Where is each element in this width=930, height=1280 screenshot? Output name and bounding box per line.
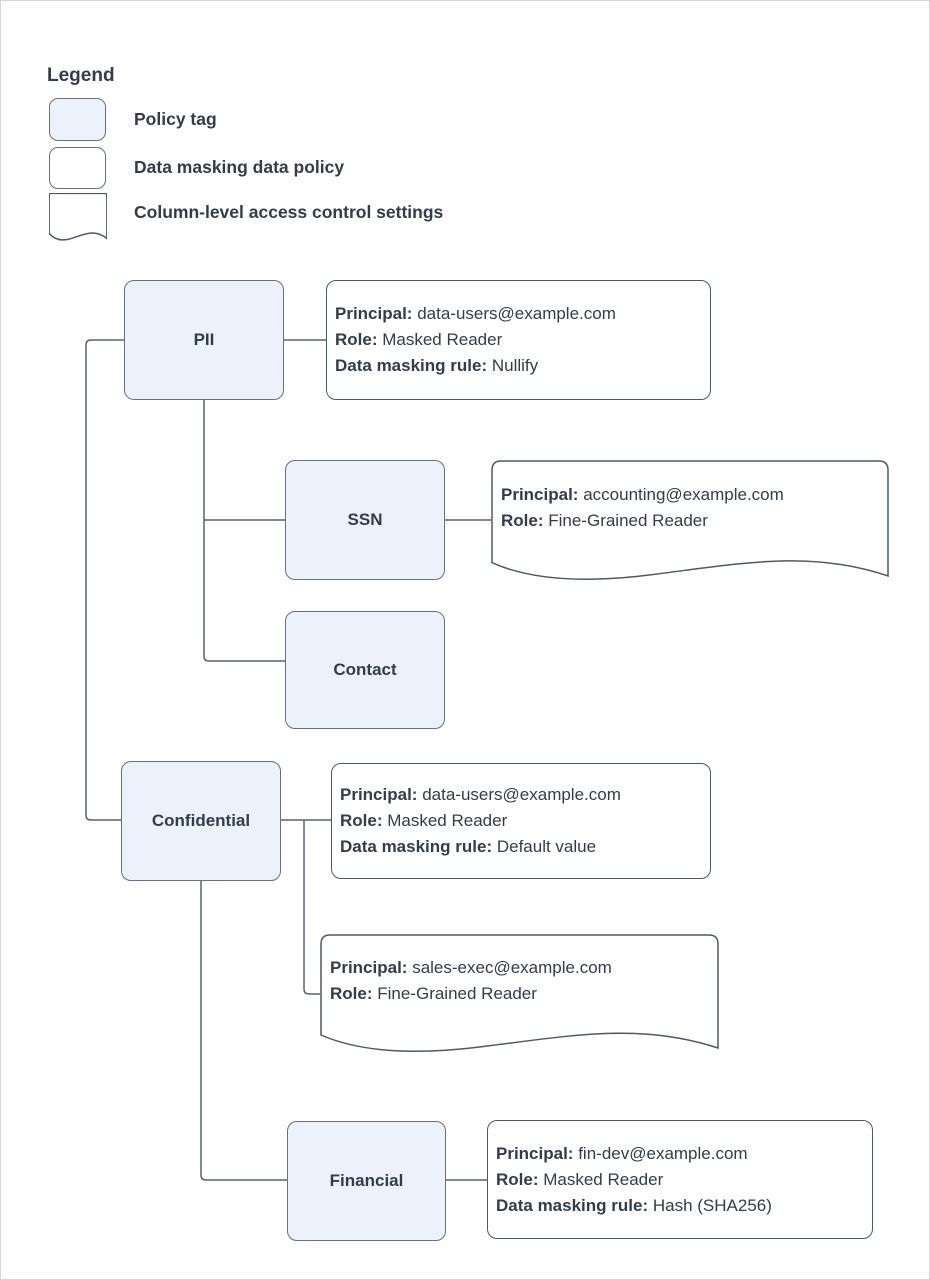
field-masking-rule: Data masking rule: Nullify [335,356,539,375]
field-role: Role: Fine-Grained Reader [330,984,537,1003]
data-masking-policy-swatch [49,147,106,189]
field-role: Role: Masked Reader [340,811,508,830]
connector-pii-children [203,400,285,662]
document-shape [320,934,719,1054]
policy-tag-label: Contact [333,660,397,679]
legend-label-data-masking-policy: Data masking data policy [134,157,345,177]
legend-label-column-access: Column-level access control settings [134,202,444,222]
field-role: Role: Fine-Grained Reader [501,511,708,530]
field-masking-rule: Data masking rule: Default value [340,837,597,856]
field-masking-rule: Data masking rule: Hash (SHA256) [496,1195,772,1215]
connector-confidential-financial [200,881,287,1181]
policy-tag-label: Confidential [151,811,251,830]
field-role: Role: Masked Reader [496,1169,664,1189]
policy-tag-financial: Financial [287,1121,446,1241]
policy-tag-confidential: Confidential [121,761,281,881]
data-policy-note-financial: Principal: fin-dev@example.com Role: Mas… [487,1120,873,1239]
policy-tag-label: PII [193,330,215,349]
connector-trunk-pii-confidential [85,339,124,821]
field-principal: Principal: data-users@example.com [335,304,616,323]
policy-tag-label: SSN [347,510,383,529]
policy-tag-swatch [49,98,106,141]
connector-confidential-to-access [303,820,320,995]
data-policy-note-confidential: Principal: data-users@example.com Role: … [331,763,711,879]
access-control-note-confidential: Principal: sales-exec@example.com Role: … [320,934,719,1054]
field-principal: Principal: sales-exec@example.com [330,958,612,977]
field-principal: Principal: fin-dev@example.com [496,1143,748,1163]
policy-tag-ssn: SSN [285,460,445,580]
field-principal: Principal: accounting@example.com [501,485,784,504]
policy-tag-label: Financial [329,1171,404,1190]
data-policy-note-pii: Principal: data-users@example.com Role: … [326,280,711,400]
field-principal: Principal: data-users@example.com [340,785,621,804]
policy-tag-contact: Contact [285,611,445,729]
field-role: Role: Masked Reader [335,330,503,349]
document-shape [491,460,889,582]
legend-title: Legend [47,65,115,86]
policy-tag-pii: PII [124,280,284,400]
access-control-note-ssn: Principal: accounting@example.com Role: … [491,460,889,582]
column-access-swatch [49,193,107,241]
legend-label-policy-tag: Policy tag [134,109,217,129]
